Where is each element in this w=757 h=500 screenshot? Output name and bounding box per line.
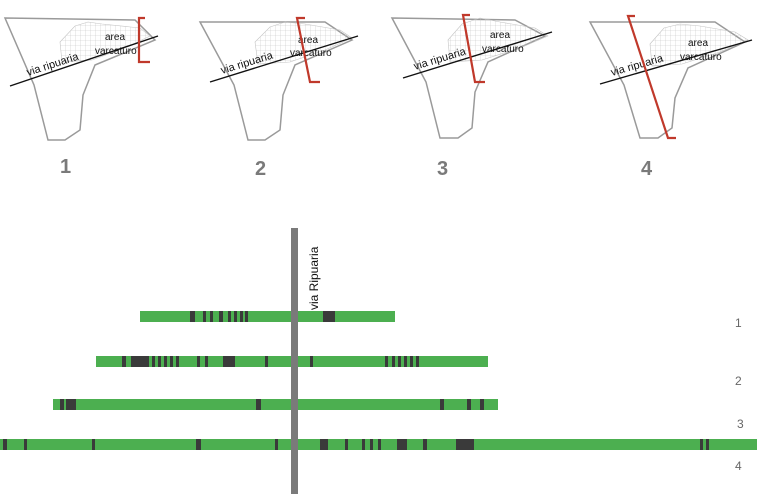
map-panel-2: via ripuaria area varcaturo 2 [198,16,359,180]
area-label: area [490,30,510,41]
building-mark [320,439,328,450]
profile-label: 3 [737,417,744,431]
building-mark [416,356,419,367]
building-mark [203,311,206,322]
building-mark [228,311,231,322]
section-bracket [461,13,485,84]
building-mark [152,356,155,367]
building-mark [164,356,167,367]
building-mark [323,311,335,322]
territory-outline [3,17,157,141]
building-mark [700,439,703,450]
area-label-2: varcaturo [290,48,332,59]
road-label: via ripuaria [610,52,666,79]
building-mark [170,356,173,367]
building-mark [158,356,161,367]
profile-label: 2 [735,374,742,388]
built-area-grid [59,21,151,63]
building-mark [66,399,76,410]
profile-4: 4 [0,439,757,473]
building-mark [60,399,64,410]
map-panel-3: via ripuaria area varcaturo 3 [390,13,553,180]
area-label-2: varcaturo [95,46,137,57]
building-mark [456,439,474,450]
building-mark [480,399,484,410]
building-mark [122,356,126,367]
building-mark [440,399,444,410]
building-mark [410,356,413,367]
built-area-grid [254,21,353,65]
area-label: area [688,38,708,49]
building-mark [205,356,208,367]
panel-number: 3 [437,158,448,180]
building-mark [398,356,401,367]
section-bracket [626,14,676,140]
building-mark [370,439,373,450]
building-mark [275,439,278,450]
area-label: area [298,35,318,46]
map-panel-4: via ripuaria area varcaturo 4 [588,14,753,180]
building-mark [378,439,381,450]
building-mark [706,439,709,450]
building-mark [223,356,235,367]
built-area-grid [447,17,549,63]
via-ripuaria-axis [291,228,298,494]
building-mark [24,439,27,450]
panel-number: 2 [255,158,266,180]
building-mark [345,439,348,450]
section-bracket [137,16,150,64]
building-mark [190,311,195,322]
building-mark [92,439,95,450]
building-mark [210,311,213,322]
building-mark [196,439,201,450]
road-line [599,39,753,85]
building-mark [362,439,365,450]
road-label: via ripuaria [219,49,275,76]
road-line [9,35,159,87]
building-mark [467,399,471,410]
road-line [402,31,553,79]
profile-1: 1 [140,311,742,330]
area-label: area [105,32,125,43]
building-mark [385,356,388,367]
profile-2: 2 [96,356,742,388]
road-line [209,35,359,83]
building-mark [234,311,237,322]
building-mark [131,356,149,367]
building-mark [397,439,407,450]
road-label: via ripuaria [412,45,468,72]
building-mark [310,356,313,367]
panel-number: 1 [60,156,71,178]
green-band [53,399,498,410]
building-mark [404,356,407,367]
area-label-2: varcaturo [482,44,524,55]
panel-number: 4 [641,158,653,180]
via-ripuaria-label: via Ripuaria [307,246,321,310]
profile-label: 1 [735,316,742,330]
building-mark [245,311,248,322]
building-mark [392,356,395,367]
building-mark [3,439,7,450]
building-mark [256,399,261,410]
section-bracket [295,16,320,84]
building-mark [265,356,268,367]
area-label-2: varcaturo [680,52,722,63]
map-panel-1: via ripuaria area varcaturo 1 [3,16,159,178]
green-band [140,311,395,322]
building-mark [197,356,200,367]
building-mark [240,311,243,322]
building-mark [176,356,179,367]
building-mark [423,439,427,450]
building-mark [219,311,223,322]
profile-3: 3 [53,399,744,431]
profile-label: 4 [735,459,742,473]
